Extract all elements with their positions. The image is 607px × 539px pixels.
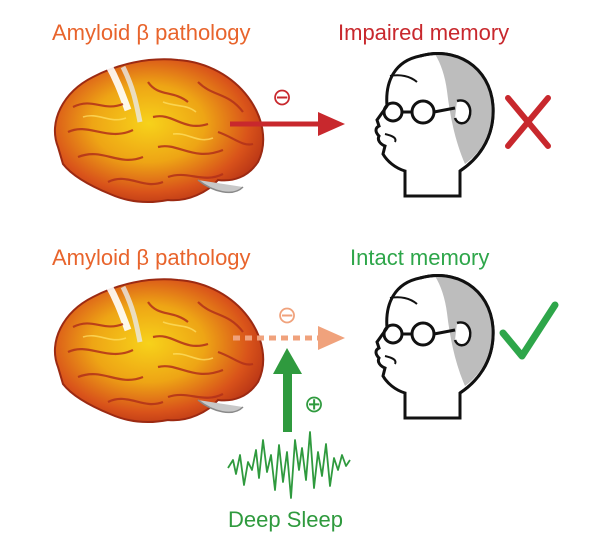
- attenuated-arrow: [233, 326, 345, 350]
- top-pathology-label: Amyloid β pathology: [52, 20, 251, 45]
- sleep-arrow: [273, 348, 302, 432]
- eeg-wave-icon: [227, 431, 351, 499]
- cross-icon: [505, 95, 551, 149]
- brain-icon: [55, 59, 263, 202]
- inhibit-arrow: [230, 112, 345, 136]
- enhance-sign: ⊕: [304, 390, 324, 418]
- head-icon: [374, 51, 495, 198]
- deep-sleep-label: Deep Sleep: [228, 507, 343, 532]
- top-outcome-label: Impaired memory: [338, 20, 510, 45]
- inhibit-sign: ⊖: [277, 301, 297, 329]
- bottom-outcome-label: Intact memory: [350, 245, 490, 270]
- head-icon: [374, 273, 495, 420]
- inhibit-sign: ⊖: [272, 83, 292, 111]
- check-icon: [499, 301, 559, 360]
- bottom-pathology-label: Amyloid β pathology: [52, 245, 251, 270]
- brain-icon: [55, 279, 263, 422]
